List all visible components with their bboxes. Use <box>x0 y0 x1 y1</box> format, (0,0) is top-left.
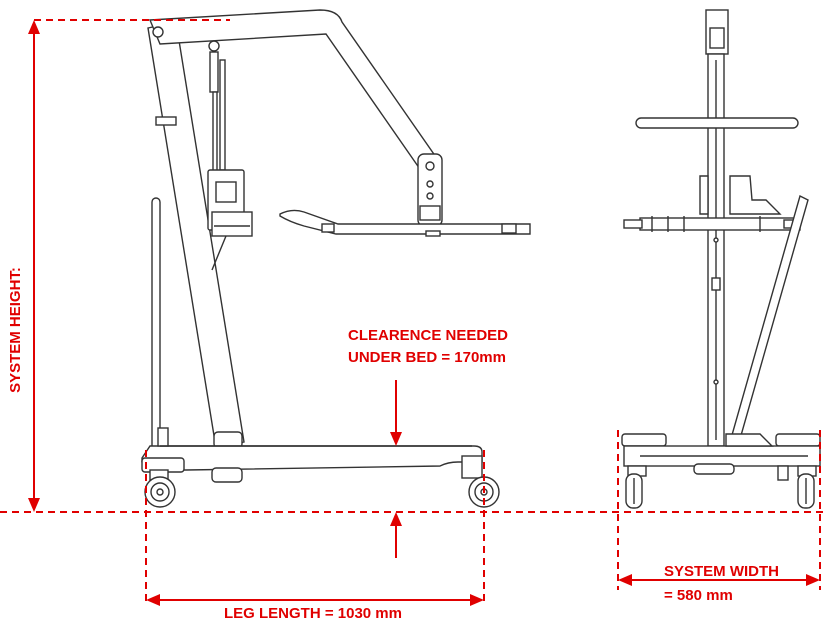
system-width-label-line2: = 580 mm <box>664 587 733 604</box>
leg-length-label: LEG LENGTH = 1030 mm <box>224 605 402 621</box>
clearance-label-line2: UNDER BED = 170mm <box>348 349 506 366</box>
front-view <box>621 9 821 509</box>
boom <box>148 9 439 173</box>
clearance-label-line1: CLEARENCE NEEDED <box>348 327 508 344</box>
front-caster-right <box>797 465 817 509</box>
front-rear-handle <box>729 194 809 448</box>
system-height-label: SYSTEM HEIGHT: <box>7 267 24 393</box>
front-handle-bar <box>635 117 799 129</box>
dimension-labels: SYSTEM HEIGHT: CLEARENCE NEEDED UNDER BE… <box>7 267 779 621</box>
front-caster-left <box>625 465 647 509</box>
system-width-label-line1: SYSTEM WIDTH <box>664 563 779 580</box>
base-frame <box>141 427 483 483</box>
spreader-bar <box>279 153 531 237</box>
front-spreader-bar <box>623 216 801 232</box>
actuator <box>207 40 253 271</box>
caster-rear <box>141 457 185 508</box>
boom-pivot <box>152 26 164 38</box>
rear-handle <box>151 197 161 457</box>
mast-clamp <box>155 116 177 126</box>
dimension-lines <box>0 19 826 606</box>
caster-front <box>461 455 500 508</box>
side-view <box>141 9 531 508</box>
